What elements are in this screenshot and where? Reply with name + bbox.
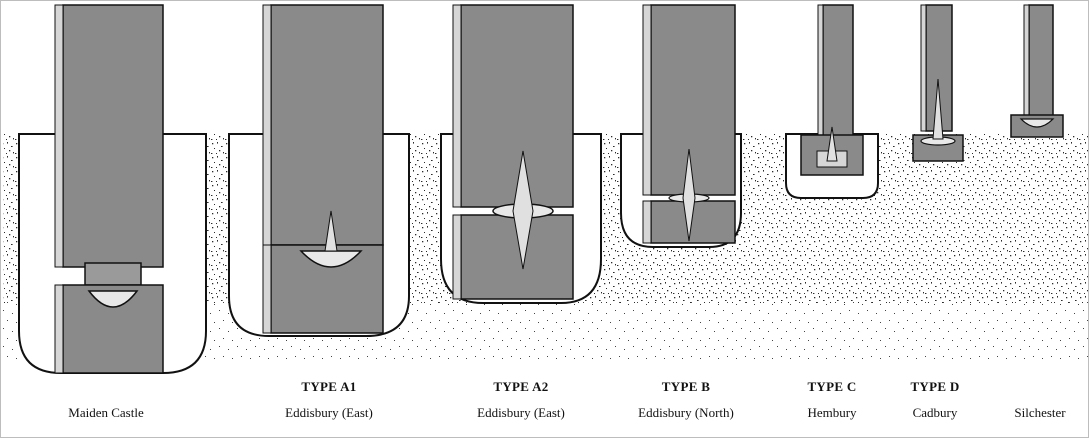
post bbox=[822, 4, 854, 156]
joint-cup bbox=[1019, 118, 1055, 128]
type-label-b: TYPE B bbox=[661, 379, 711, 394]
panel-silchester bbox=[1010, 4, 1064, 138]
double-spike bbox=[682, 148, 696, 242]
timber-upper bbox=[460, 4, 574, 208]
site-label-eddisbury-north: Eddisbury (North) bbox=[638, 405, 734, 420]
type-label-d: TYPE D bbox=[910, 379, 960, 394]
double-spike bbox=[512, 150, 534, 270]
timber-upper bbox=[270, 4, 384, 246]
site-label-eddisbury-east-a2: Eddisbury (East) bbox=[477, 405, 565, 420]
timber-upper bbox=[650, 4, 736, 196]
site-label-cadbury: Cadbury bbox=[912, 405, 958, 420]
type-label-a2: TYPE A2 bbox=[493, 379, 549, 394]
spike bbox=[826, 126, 838, 162]
tenon bbox=[84, 262, 142, 286]
post bbox=[1028, 4, 1054, 120]
panel-maiden-castle bbox=[18, 4, 207, 374]
joint-cup bbox=[299, 250, 363, 268]
panel-type-d bbox=[912, 4, 964, 162]
joint-cup bbox=[87, 290, 139, 308]
type-label-a1: TYPE A1 bbox=[301, 379, 357, 394]
panel-type-c bbox=[785, 4, 879, 199]
type-label-c: TYPE C bbox=[807, 379, 857, 394]
spike bbox=[324, 210, 338, 252]
site-label-hembury: Hembury bbox=[807, 405, 857, 420]
panel-type-a1 bbox=[228, 4, 410, 337]
spike bbox=[932, 78, 944, 140]
site-label-eddisbury-east-a1: Eddisbury (East) bbox=[285, 405, 373, 420]
site-label-maiden-castle: Maiden Castle bbox=[68, 405, 144, 420]
site-label-silchester: Silchester bbox=[1014, 405, 1066, 420]
panel-type-b bbox=[620, 4, 742, 248]
panel-type-a2 bbox=[440, 4, 602, 304]
timber-upper bbox=[62, 4, 164, 268]
